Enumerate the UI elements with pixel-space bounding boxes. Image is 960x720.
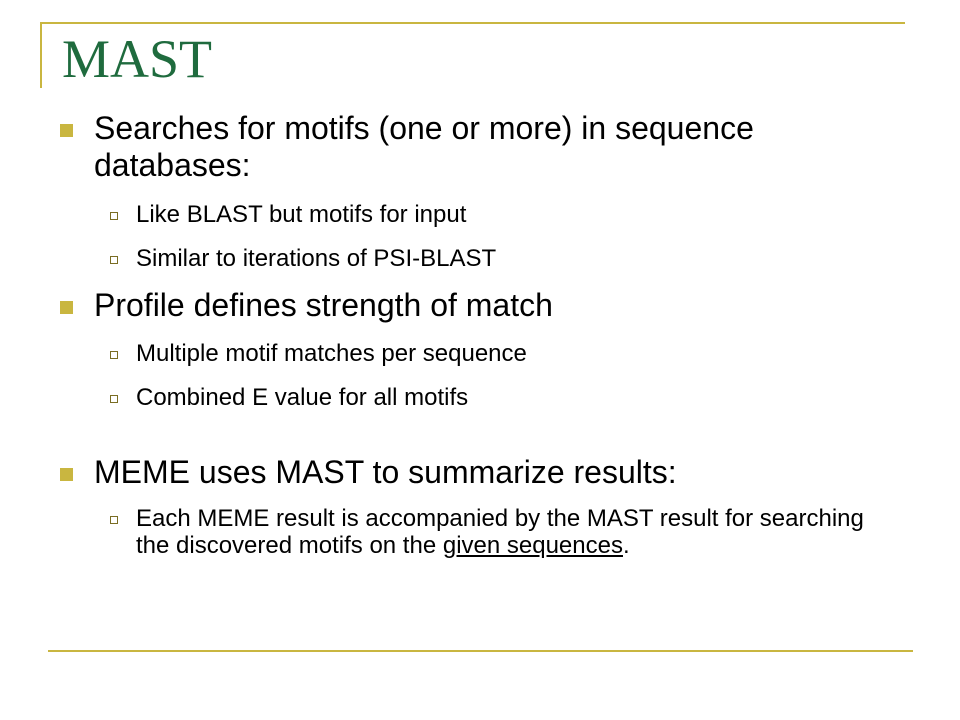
hollow-square-bullet-icon: [110, 395, 118, 403]
square-bullet-icon: [60, 301, 73, 314]
bullet-text: Profile defines strength of match: [94, 287, 553, 323]
sub-bullet-meme-result: Each MEME result is accompanied by the M…: [58, 505, 898, 559]
sub-bullet-text: Multiple motif matches per sequence: [136, 340, 527, 367]
slide-title: MAST: [62, 29, 213, 89]
left-rule: [40, 22, 42, 88]
sub-bullet-text: Combined E value for all motifs: [136, 384, 469, 411]
bullet-text: MEME uses MAST to summarize results:: [94, 454, 677, 490]
square-bullet-icon: [60, 468, 73, 481]
hollow-square-bullet-icon: [110, 516, 118, 524]
top-rule: [40, 22, 905, 24]
sub-bullet-text: Similar to iterations of PSI-BLAST: [136, 245, 497, 272]
bullet-profile-strength: Profile defines strength of match: [58, 287, 898, 324]
sub-bullet-multiple-matches: Multiple motif matches per sequence: [58, 340, 898, 367]
given-sequences-link[interactable]: given sequences: [442, 532, 623, 559]
sub-bullet-text: Like BLAST but motifs for input: [136, 201, 467, 228]
slide-body: Searches for motifs (one or more) in seq…: [58, 110, 898, 559]
sub-bullet-psi-blast: Similar to iterations of PSI-BLAST: [58, 245, 898, 272]
bullet-text: Searches for motifs (one or more) in seq…: [94, 110, 754, 183]
hollow-square-bullet-icon: [110, 351, 118, 359]
sub-bullet-text-before: Each MEME result is accompanied by the M…: [136, 505, 864, 559]
square-bullet-icon: [60, 124, 73, 137]
bullet-meme-uses-mast: MEME uses MAST to summarize results:: [58, 454, 898, 491]
sub-bullet-like-blast: Like BLAST but motifs for input: [58, 201, 898, 228]
sub-bullet-text: Each MEME result is accompanied by the M…: [136, 505, 864, 559]
hollow-square-bullet-icon: [110, 256, 118, 264]
bullet-searches-motifs: Searches for motifs (one or more) in seq…: [58, 110, 898, 184]
hollow-square-bullet-icon: [110, 212, 118, 220]
sub-bullet-combined-e-value: Combined E value for all motifs: [58, 384, 898, 411]
sub-bullet-text-after: .: [622, 532, 630, 559]
bottom-rule: [48, 650, 913, 652]
